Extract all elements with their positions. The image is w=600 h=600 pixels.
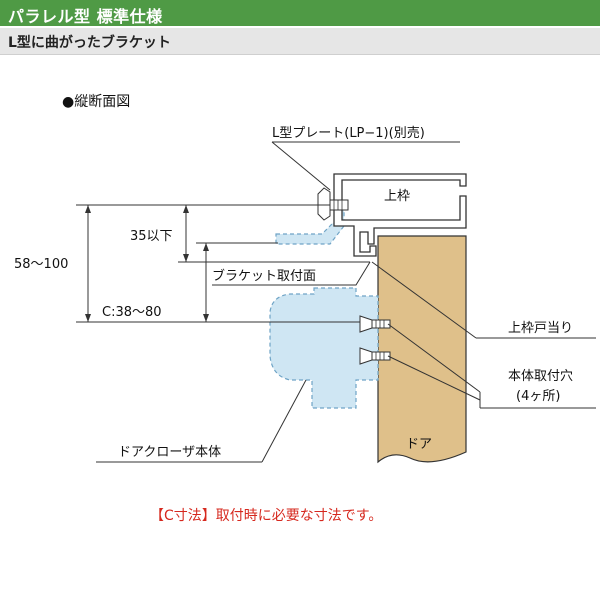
closer-leader xyxy=(261,379,307,463)
dim-c-label: C:38〜80 xyxy=(102,305,162,320)
mount-screw-lower xyxy=(359,347,391,365)
c-dimension-note: 【C寸法】取付時に必要な寸法です。 xyxy=(150,508,382,524)
plate-bolt xyxy=(317,187,331,221)
dim-arrow xyxy=(183,254,189,262)
plate-leader-diag xyxy=(271,141,331,191)
header-bar: パラレル型 標準仕様 xyxy=(0,0,600,26)
plate-label: L型プレート(LP−1)(別売) xyxy=(272,125,425,141)
mount-hole-label-2: (4ヶ所) xyxy=(516,389,560,404)
subheader-title: L型に曲がったブラケット xyxy=(8,35,171,51)
closer-body xyxy=(269,287,379,409)
mount-hole-label-1: 本体取付穴 xyxy=(508,369,573,384)
frame-stop-label: 上枠戸当り xyxy=(508,321,573,336)
mount-hole-leader-1 xyxy=(387,323,481,393)
closer-label: ドアクローザ本体 xyxy=(118,445,221,460)
door-label: ドア xyxy=(406,437,432,452)
bracket-face-leader xyxy=(212,261,371,286)
dim-arrow xyxy=(85,314,91,322)
top-frame-label: 上枠 xyxy=(384,189,410,204)
header-title: パラレル型 標準仕様 xyxy=(8,7,163,26)
dim-arrow xyxy=(183,205,189,213)
dim-35-label: 35以下 xyxy=(130,229,173,244)
mount-screw-upper xyxy=(359,315,391,333)
mount-hole-leader-2 xyxy=(387,355,481,401)
plate-screw-thread xyxy=(329,199,349,211)
dim-arrow xyxy=(203,314,209,322)
dim-arrow xyxy=(85,205,91,213)
bracket xyxy=(275,203,345,245)
dim-58-100-label: 58〜100 xyxy=(14,257,68,272)
section-title: ●縦断面図 xyxy=(62,94,130,110)
subheader-bar: L型に曲がったブラケット xyxy=(0,28,600,55)
dim-arrow xyxy=(203,243,209,251)
top-frame xyxy=(333,173,467,257)
bracket-face-label: ブラケット取付面 xyxy=(212,268,316,284)
frame-stop-leader xyxy=(371,261,477,339)
